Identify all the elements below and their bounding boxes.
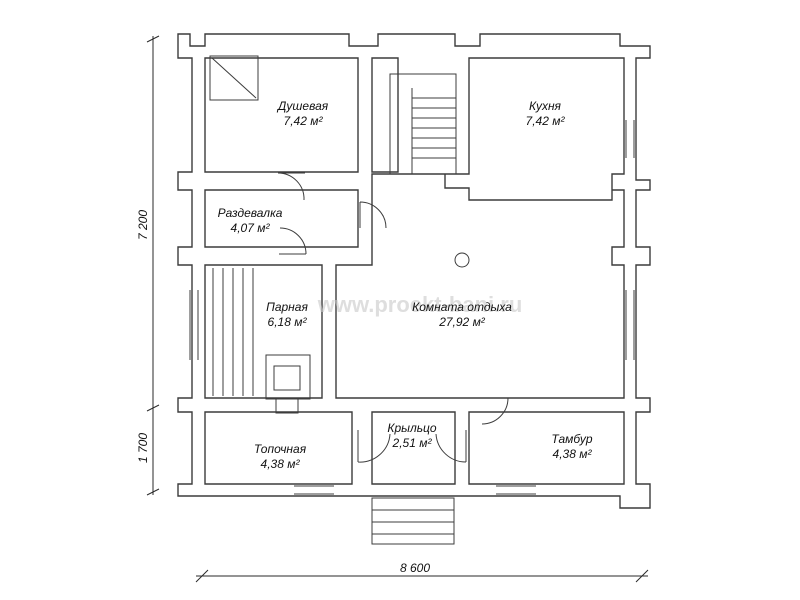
- walls: [177, 33, 651, 509]
- room-area-kukhnya: 7,42 м²: [526, 114, 566, 128]
- room-area-tambur: 4,38 м²: [553, 447, 593, 461]
- column-icon: [454, 252, 470, 268]
- doors: [277, 172, 509, 463]
- room-area-kryltso: 2,51 м²: [392, 436, 433, 450]
- room-name-tambur: Тамбур: [551, 432, 592, 446]
- room-area-parnaya: 6,18 м²: [268, 315, 308, 329]
- room-area-dushevaya: 7,42 м²: [284, 114, 324, 128]
- room-name-kukhnya: Кухня: [529, 99, 562, 113]
- windows: [189, 120, 635, 495]
- room-name-dushevaya: Душевая: [276, 99, 329, 113]
- staircase-icon: [389, 73, 457, 175]
- room-area-komnata-otdykha: 27,92 м²: [438, 315, 486, 329]
- room-name-parnaya: Парная: [266, 300, 308, 314]
- room-area-razdevalka: 4,07 м²: [231, 221, 271, 235]
- stove-icon: [265, 354, 311, 414]
- room-area-topochnaya: 4,38 м²: [261, 457, 301, 471]
- watermark: www.proekt-bani.ru: [317, 292, 523, 317]
- dimension-width: 8 600: [400, 561, 430, 575]
- room-name-razdevalka: Раздевалка: [218, 206, 283, 220]
- room-name-kryltso: Крыльцо: [387, 421, 437, 435]
- dimension-height-main: 7 200: [136, 210, 150, 240]
- porch-steps: [371, 497, 455, 545]
- dimension-lines: [146, 35, 649, 583]
- sauna-bench-icon: [212, 268, 254, 396]
- room-name-topochnaya: Топочная: [254, 442, 307, 456]
- dimension-height-lower: 1 700: [136, 433, 150, 463]
- shower-tray-icon: [209, 55, 259, 101]
- room-labels: Душевая 7,42 м² Кухня 7,42 м² Раздевалка…: [218, 99, 593, 471]
- room-name-komnata-otdykha: Комната отдыха: [412, 300, 512, 314]
